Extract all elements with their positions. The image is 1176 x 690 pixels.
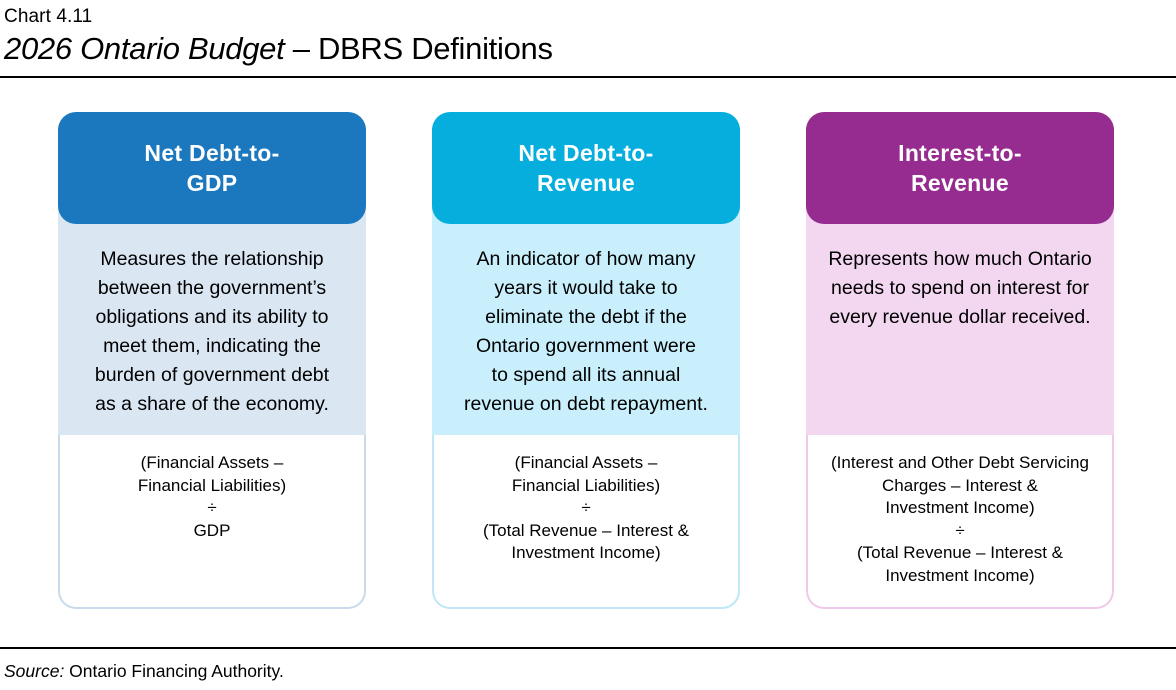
- source-label: Source:: [4, 661, 65, 681]
- card-net-debt-to-revenue-description: An indicator of how many years it would …: [432, 206, 740, 435]
- card-net-debt-to-revenue-formula: (Financial Assets – Financial Liabilitie…: [432, 435, 740, 609]
- footer-divider: [0, 647, 1176, 649]
- card-interest-to-revenue-formula: (Interest and Other Debt Servicing Charg…: [806, 435, 1114, 609]
- card-net-debt-to-gdp-description: Measures the relationship between the go…: [58, 206, 366, 435]
- card-net-debt-to-revenue: Net Debt-to- Revenue An indicator of how…: [432, 112, 740, 609]
- card-net-debt-to-gdp-title: Net Debt-to- GDP: [58, 112, 366, 224]
- page-title-budget: 2026 Ontario Budget: [4, 31, 285, 66]
- page-title: 2026 Ontario Budget – DBRS Definitions: [4, 31, 1176, 67]
- header-divider: [0, 76, 1176, 78]
- card-net-debt-to-revenue-title: Net Debt-to- Revenue: [432, 112, 740, 224]
- card-interest-to-revenue-description: Represents how much Ontario needs to spe…: [806, 206, 1114, 435]
- card-interest-to-revenue: Interest-to- Revenue Represents how much…: [806, 112, 1114, 609]
- card-net-debt-to-gdp-formula: (Financial Assets – Financial Liabilitie…: [58, 435, 366, 609]
- card-net-debt-to-gdp: Net Debt-to- GDP Measures the relationsh…: [58, 112, 366, 609]
- chart-number-label: Chart 4.11: [4, 6, 93, 27]
- page-header: Chart 4.11 2026 Ontario Budget – DBRS De…: [0, 0, 1176, 67]
- source-text: Ontario Financing Authority.: [64, 661, 284, 681]
- source-line: Source: Ontario Financing Authority.: [4, 661, 284, 682]
- definition-cards: Net Debt-to- GDP Measures the relationsh…: [0, 112, 1176, 609]
- page-title-suffix: – DBRS Definitions: [284, 31, 553, 66]
- card-interest-to-revenue-title: Interest-to- Revenue: [806, 112, 1114, 224]
